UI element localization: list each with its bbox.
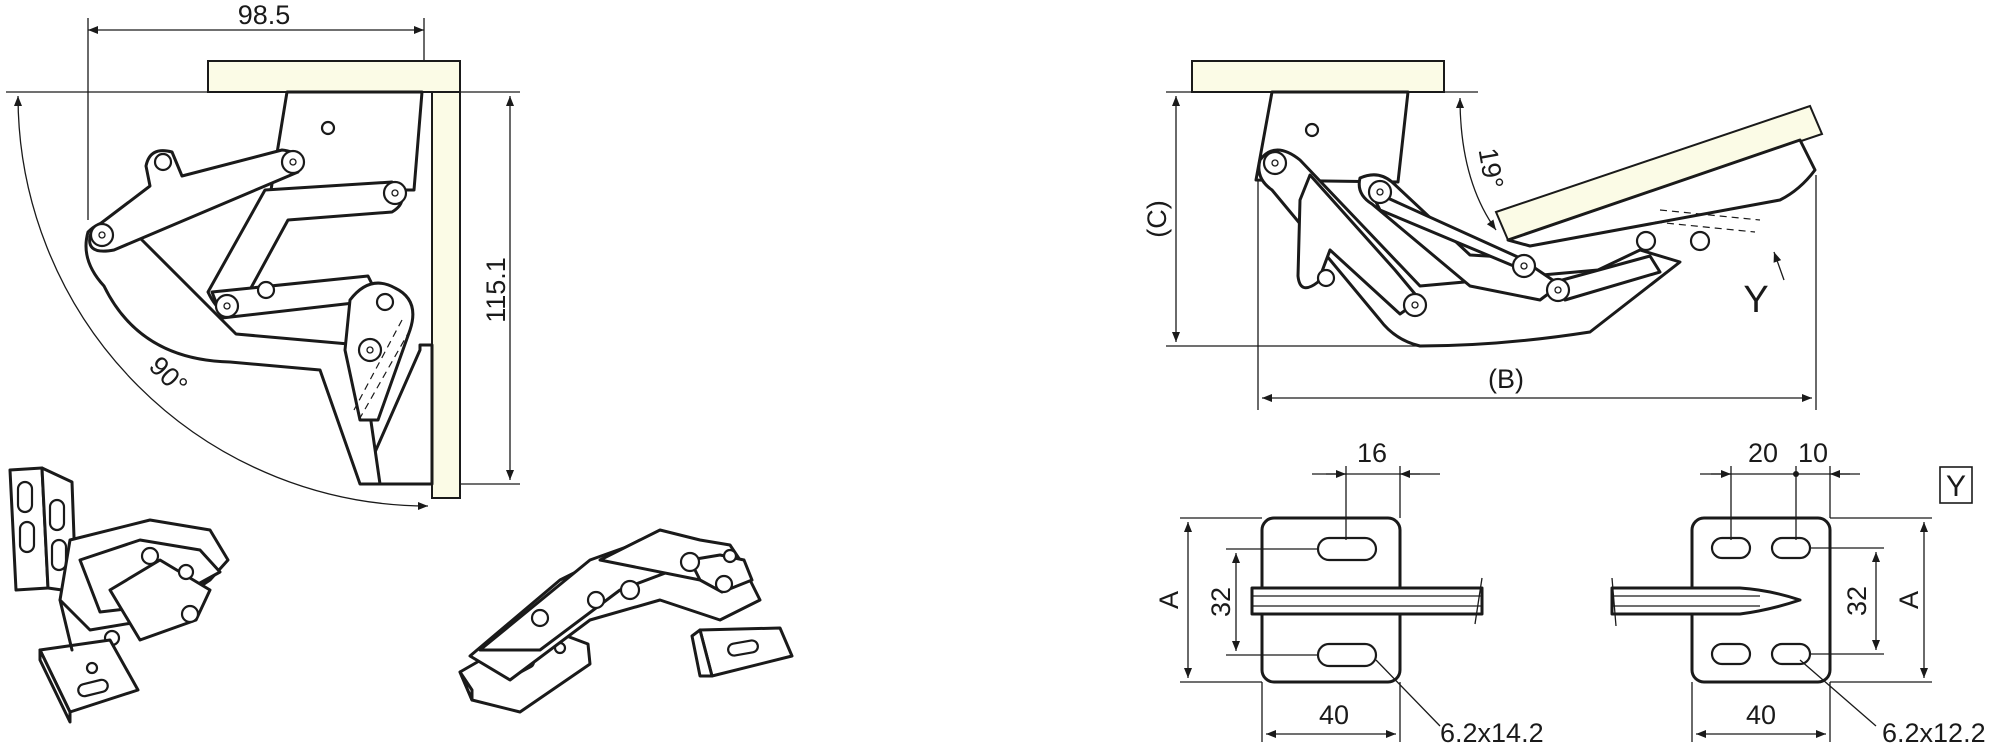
slot-bottom <box>1316 642 1378 668</box>
door-plate <box>1506 138 1817 248</box>
plate-double-view: 20 10 40 32 A Y 6.2x12.2 <box>1610 438 1986 748</box>
slot-bottom-right <box>1770 642 1812 666</box>
dim-top-label: 16 <box>1357 438 1387 468</box>
dim-side-label: A <box>1154 591 1184 609</box>
door-panel <box>431 91 461 499</box>
view-marker-y: Y <box>1743 279 1768 321</box>
dim-pitch-label: 32 <box>1842 586 1872 616</box>
hinge-arm-section <box>1250 586 1484 616</box>
slot-callout: 6.2x12.2 <box>1882 718 1986 748</box>
dim-angle-label: 90° <box>143 351 193 401</box>
slot-top <box>1316 536 1378 562</box>
slot-bottom-left <box>1710 642 1752 666</box>
dim-top-left-label: 20 <box>1748 438 1778 468</box>
dim-angle-label: 19° <box>1473 146 1510 191</box>
side-view-19: (C) (B) 19° Y <box>1142 60 1824 410</box>
dim-side-label: A <box>1894 591 1924 609</box>
view-tag-y: Y <box>1946 470 1966 503</box>
dim-c-label: (C) <box>1142 200 1172 237</box>
tilted-door <box>1494 104 1824 242</box>
dim-b-label: (B) <box>1488 364 1524 394</box>
view-tag-box <box>1939 466 1973 504</box>
top-panel <box>1191 60 1445 93</box>
slot-callout: 6.2x14.2 <box>1440 718 1544 748</box>
dim-top-right-label: 10 <box>1798 438 1828 468</box>
dim-height-label: 115.1 <box>481 257 511 323</box>
dim-bottom-label: 40 <box>1746 700 1776 730</box>
plate-single-view: 16 40 A 32 6.2x14.2 <box>1154 438 1544 748</box>
isometric-view-left <box>8 466 230 724</box>
isometric-view-center <box>458 528 794 714</box>
dim-bottom-label: 40 <box>1319 700 1349 730</box>
hinge-arm-section <box>1610 586 1802 616</box>
slot-top-left <box>1710 536 1752 560</box>
slot-top-right <box>1770 536 1812 560</box>
dim-width-label: 98.5 <box>238 0 291 30</box>
dim-pitch-label: 32 <box>1206 587 1236 617</box>
top-panel <box>207 60 461 93</box>
side-view-90: 98.5 115.1 90° <box>6 0 520 510</box>
lever-short <box>1296 173 1422 316</box>
